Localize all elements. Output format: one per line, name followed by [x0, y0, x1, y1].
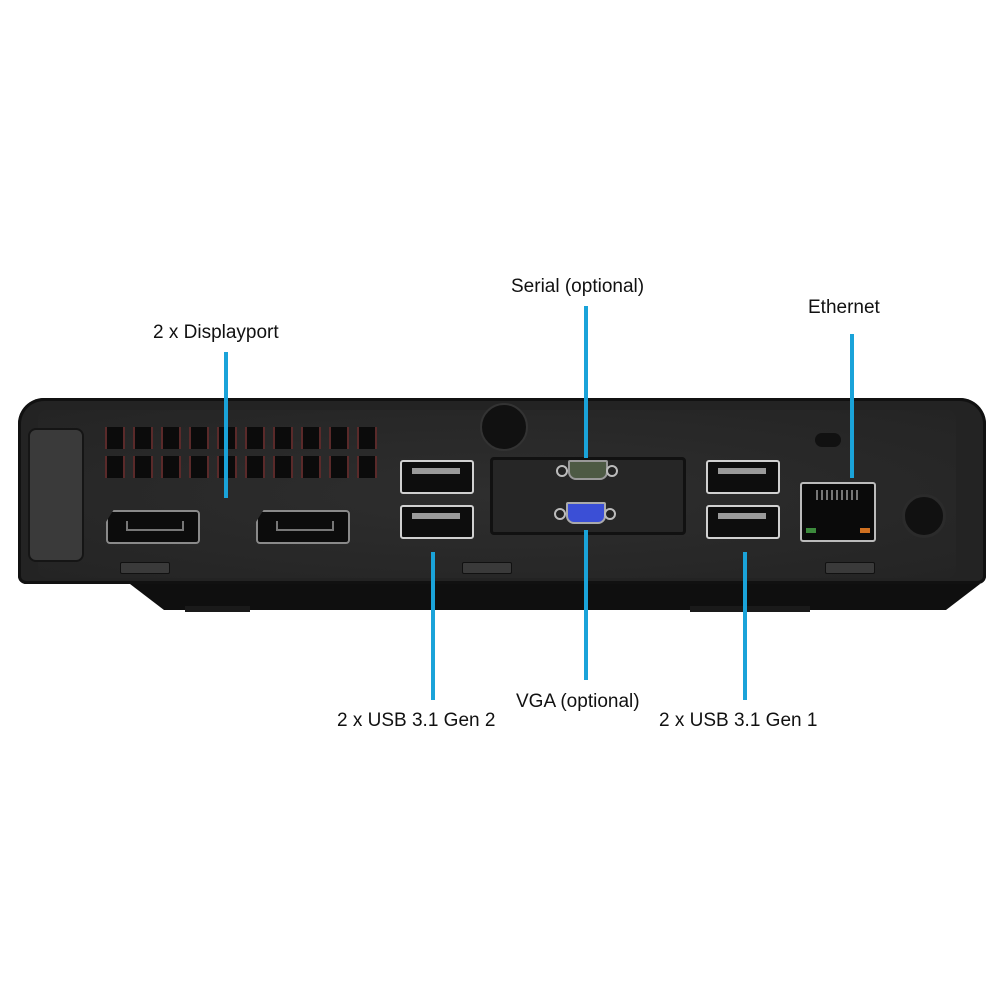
chassis-base	[130, 584, 980, 610]
label-serial: Serial (optional)	[511, 276, 645, 297]
callout-line-usb-gen2	[431, 552, 435, 700]
callout-line-vga	[584, 530, 588, 680]
chassis-tab	[825, 562, 875, 574]
screw-hole	[554, 508, 566, 520]
power-jack	[902, 494, 946, 538]
ethernet-port	[800, 482, 876, 542]
usb-gen2-port-2	[400, 505, 474, 539]
chassis-tab	[462, 562, 512, 574]
usb-gen1-port-1	[706, 460, 780, 494]
callout-line-ethernet	[850, 334, 854, 478]
displayport-2	[256, 510, 350, 544]
callout-line-displayport	[224, 352, 228, 498]
label-usb-gen1: 2 x USB 3.1 Gen 1	[659, 710, 818, 731]
usb-gen1-port-2	[706, 505, 780, 539]
security-lock-slot	[815, 433, 841, 447]
screw-hole	[606, 465, 618, 477]
side-bumper	[28, 428, 84, 562]
screw-hole	[556, 465, 568, 477]
thumbscrew-knob	[480, 403, 528, 451]
chassis-tab	[120, 562, 170, 574]
foot-right	[690, 606, 810, 612]
label-displayport: 2 x Displayport	[153, 322, 279, 343]
serial-port	[568, 460, 608, 480]
callout-line-usb-gen1	[743, 552, 747, 700]
callout-line-serial	[584, 306, 588, 458]
usb-gen2-port-1	[400, 460, 474, 494]
displayport-1	[106, 510, 200, 544]
label-ethernet: Ethernet	[808, 297, 880, 318]
label-usb-gen2: 2 x USB 3.1 Gen 2	[337, 710, 496, 731]
screw-hole	[604, 508, 616, 520]
vga-port	[566, 502, 606, 524]
foot-left	[185, 606, 250, 612]
label-vga: VGA (optional)	[516, 691, 640, 712]
